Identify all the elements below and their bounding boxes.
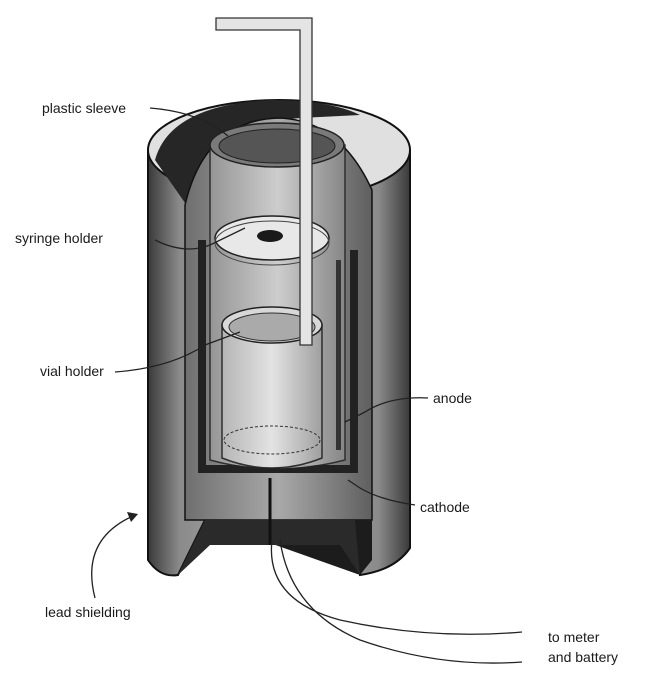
label-cathode: cathode [420,499,470,515]
label-plastic-sleeve: plastic sleeve [42,100,126,116]
label-vial-holder: vial holder [40,363,104,379]
cable-2 [279,539,523,664]
leader-lead-shielding [91,515,134,599]
arrowhead-lead-shielding [127,512,138,522]
leader-vial-holder [114,331,241,373]
leader-anode [344,397,429,423]
label-lead-shielding: lead shielding [45,604,131,620]
syringe-rod [215,17,313,346]
label-anode: anode [433,390,472,406]
vial-holder-base [223,425,321,455]
vial-holder-top-inner [228,312,316,342]
label-to-meter: to meter [548,629,600,645]
cathode-right [350,250,358,470]
shield-base-block [178,520,360,575]
leader-plastic-sleeve [149,107,229,137]
rim-inner-shadow [155,100,360,210]
plastic-sleeve-top-inner [218,128,336,164]
cathode [198,240,206,470]
vial-holder [221,324,323,469]
anode [336,260,341,450]
syringe-hole [257,230,283,242]
label-syringe-holder: syringe holder [15,230,103,246]
cable-1 [270,539,523,635]
label-and-battery: and battery [548,649,618,665]
leader-syringe-holder [154,227,246,250]
leader-cathode [347,479,416,506]
